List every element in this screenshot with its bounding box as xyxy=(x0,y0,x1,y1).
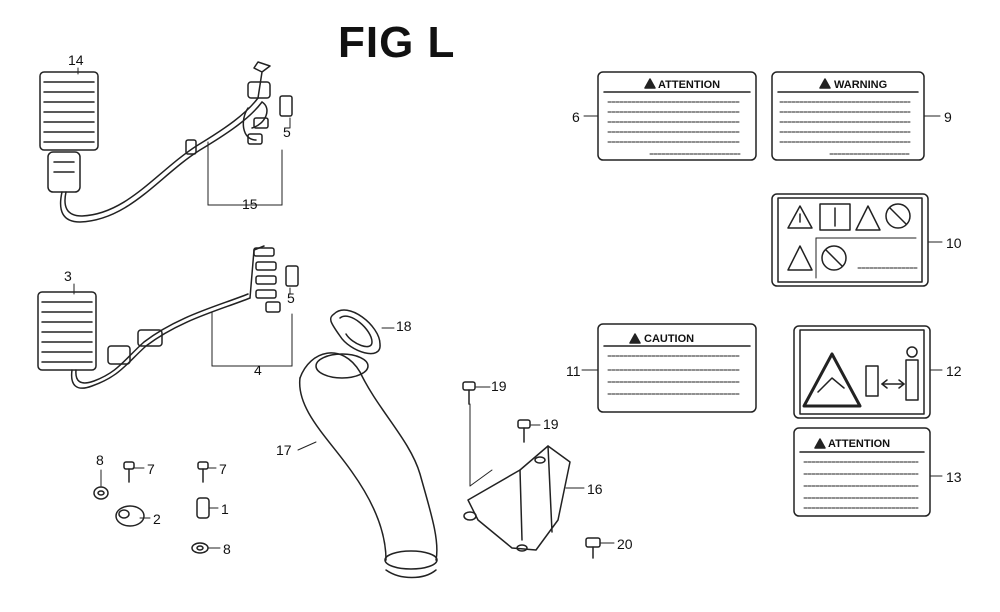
callout-10: 10 xyxy=(946,235,962,251)
callout-6: 6 xyxy=(572,109,580,125)
callout-11: 11 xyxy=(566,363,581,379)
callout-1: 1 xyxy=(221,501,229,517)
regulator-rectifier-upper xyxy=(39,71,99,193)
screw-7-right xyxy=(197,461,209,483)
label-12-pictogram xyxy=(793,325,931,419)
label-10-pictogram xyxy=(771,193,929,287)
washer-8-lower xyxy=(191,542,209,554)
warning-triangle-icon xyxy=(629,333,641,344)
collar-1 xyxy=(196,497,210,519)
rubber-mount-2 xyxy=(115,505,145,527)
label-9-heading: WARNING xyxy=(834,79,888,91)
callout-14: 14 xyxy=(68,52,84,68)
air-duct xyxy=(299,352,438,579)
callout-4: 4 xyxy=(254,362,262,378)
callout-8-lower: 8 xyxy=(223,541,231,557)
callout-5-upper: 5 xyxy=(283,124,291,140)
mounting-bracket xyxy=(463,445,571,552)
washer-8-upper xyxy=(93,486,109,500)
callout-7-left: 7 xyxy=(147,461,155,477)
callout-18: 18 xyxy=(396,318,412,334)
callout-3: 3 xyxy=(64,268,72,284)
callout-19-upper: 19 xyxy=(491,378,507,394)
warning-triangle-icon xyxy=(814,438,826,449)
callout-17: 17 xyxy=(276,442,292,458)
callout-15: 15 xyxy=(242,196,258,212)
label-6-heading: ATTENTION xyxy=(658,79,721,91)
callout-13: 13 xyxy=(946,469,962,485)
label-13-heading: ATTENTION xyxy=(828,438,891,450)
figure-title: FIG L xyxy=(338,18,456,67)
callout-5-lower: 5 xyxy=(287,290,295,306)
callout-2: 2 xyxy=(153,511,161,527)
callout-19-lower: 19 xyxy=(543,416,559,432)
bolt-19-upper xyxy=(462,381,476,405)
wire-harness-lower xyxy=(70,245,299,389)
wire-harness-upper xyxy=(59,61,293,223)
screw-7-left xyxy=(123,461,135,483)
label-13-sticker xyxy=(793,427,931,517)
callout-20: 20 xyxy=(617,536,633,552)
regulator-rectifier-lower xyxy=(37,291,97,371)
callout-8-upper: 8 xyxy=(96,452,104,468)
warning-triangle-icon xyxy=(644,78,656,89)
callout-12: 12 xyxy=(946,363,962,379)
label-9-sticker xyxy=(771,71,925,161)
clamp-ring xyxy=(329,309,381,355)
leader-lines xyxy=(73,67,943,549)
label-11-heading: CAUTION xyxy=(644,333,695,345)
bolt-20 xyxy=(585,537,601,559)
label-6-sticker xyxy=(597,71,757,161)
label-11-sticker xyxy=(597,323,757,413)
warning-triangle-icon xyxy=(819,78,831,89)
callout-7-right: 7 xyxy=(219,461,227,477)
callout-16: 16 xyxy=(587,481,603,497)
callout-9: 9 xyxy=(944,109,952,125)
bolt-19-lower xyxy=(517,419,531,443)
